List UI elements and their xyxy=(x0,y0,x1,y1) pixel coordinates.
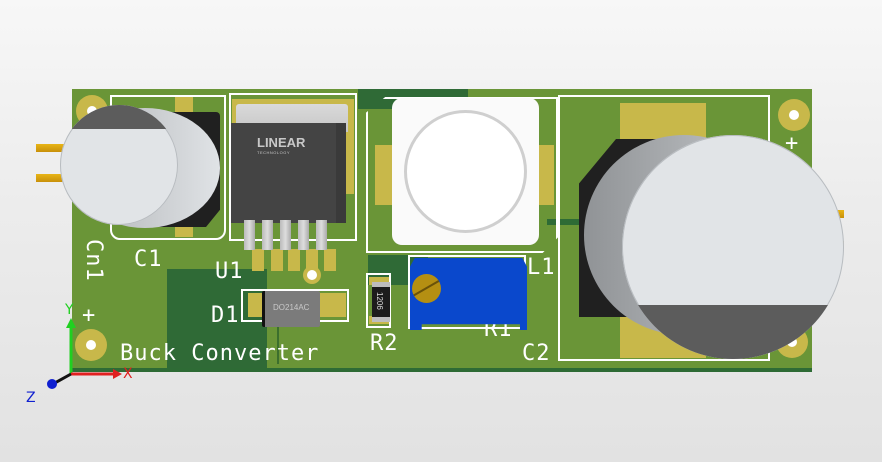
r2-silk-outline xyxy=(366,273,391,328)
u1-silk-outline xyxy=(229,93,357,241)
r2-pad-top xyxy=(369,277,389,285)
c1-polarity-band xyxy=(60,105,178,129)
u1-pin-2 xyxy=(262,220,273,250)
copper-pour-bottom-left xyxy=(167,269,267,368)
c2-lead-top xyxy=(836,210,844,218)
u1-pin-1 xyxy=(244,220,255,250)
polarity-plus-left: + xyxy=(82,303,97,328)
u1-pin-pad-1 xyxy=(252,249,264,271)
y-axis-arrowhead xyxy=(66,318,76,328)
u1-pin-4 xyxy=(298,220,309,250)
c1-top-face[interactable] xyxy=(60,105,178,225)
l1-core-ring xyxy=(404,110,527,233)
x-axis-label: X xyxy=(123,366,133,382)
u1-pin-pad-3 xyxy=(288,249,300,271)
mount-pad-bottom-left xyxy=(75,329,107,361)
linear-technology-logo: LINEAR TECHNOLOGY xyxy=(257,135,306,155)
designator-l1: L1 xyxy=(527,255,556,280)
x-axis-arrowhead xyxy=(113,369,122,379)
designator-r2: R2 xyxy=(370,331,399,356)
designator-c2: C2 xyxy=(522,341,551,366)
u1-pin-pad-4 xyxy=(306,249,318,271)
c2-polarity-band xyxy=(622,305,844,359)
y-axis-label: Y xyxy=(65,302,74,318)
u1-via xyxy=(303,266,321,284)
r2-package-label: 1206 xyxy=(375,292,384,310)
u1-pin-pad-2 xyxy=(271,249,283,271)
cn1-lead-bottom xyxy=(36,174,66,182)
axis-gizmo: Y X Z xyxy=(26,300,150,410)
trace-u1-tab xyxy=(277,304,279,364)
r2-resistor[interactable]: 1206 xyxy=(372,282,390,322)
z-axis-endpoint xyxy=(47,379,57,389)
designator-d1: D1 xyxy=(211,303,240,328)
d1-diode[interactable]: DO214AC xyxy=(262,291,320,327)
designator-cn1: Cn1 xyxy=(81,239,106,282)
mount-pad-top-right xyxy=(778,99,810,131)
designator-u1: U1 xyxy=(215,259,244,284)
u1-pin-5 xyxy=(316,220,327,250)
l1-inductor[interactable] xyxy=(392,98,539,245)
c2-top-face[interactable] xyxy=(622,135,844,359)
trace-c2-signal xyxy=(547,219,597,225)
u1-regulator[interactable]: LINEAR TECHNOLOGY xyxy=(231,123,346,223)
u1-pin-3 xyxy=(280,220,291,250)
designator-c1: C1 xyxy=(134,247,163,272)
z-axis-label: Z xyxy=(26,390,36,406)
d1-package-label: DO214AC xyxy=(273,303,310,312)
r1-adjust-screw[interactable] xyxy=(412,274,441,303)
board-title: Buck Converter xyxy=(120,341,320,366)
d1-pad-right xyxy=(316,293,346,317)
cn1-lead-top xyxy=(36,144,66,152)
u1-pin-pad-5 xyxy=(324,249,336,271)
